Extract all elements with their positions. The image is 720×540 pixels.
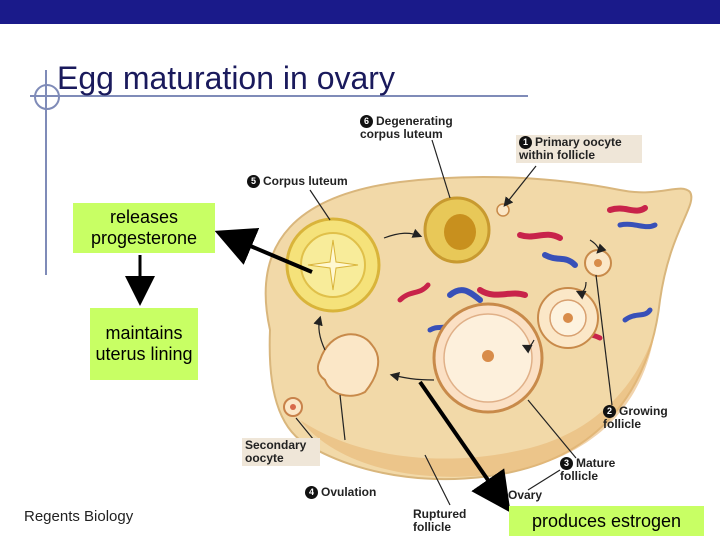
- growing-follicle: [584, 249, 612, 277]
- uterus-callout: maintains uterus lining: [90, 308, 198, 380]
- estrogen-text: produces estrogen: [531, 510, 682, 531]
- pointer-line: [527, 469, 561, 491]
- arrow-to-estrogen: [418, 380, 511, 513]
- title-rule: [30, 95, 528, 97]
- pointer-line: [595, 274, 613, 406]
- blood-vessel: [617, 221, 658, 230]
- degenerating-corpus-luteum: [423, 196, 491, 264]
- secondary-oocyte: [283, 397, 303, 417]
- pointer-line: [527, 399, 577, 459]
- side-rule: [45, 70, 47, 275]
- mature-follicle: [432, 302, 544, 414]
- pointer-line: [503, 165, 537, 207]
- top-bar: [0, 0, 720, 24]
- pointer-line: [431, 139, 451, 199]
- corpus-luteum: [285, 217, 381, 313]
- label-ruptured-follicle: Ruptured follicle: [413, 507, 467, 534]
- cycle-arrow: [575, 281, 587, 300]
- uterus-text: maintains uterus lining: [95, 323, 193, 364]
- label-secondary-oocyte: Secondary oocyte: [242, 438, 320, 466]
- progesterone-text: releases progesterone: [90, 207, 198, 248]
- blood-vessel: [607, 205, 648, 214]
- cycle-arrow: [383, 228, 423, 239]
- step-number: 4: [305, 486, 318, 499]
- pointer-line: [424, 454, 451, 506]
- slide-title: Egg maturation in ovary: [57, 60, 395, 96]
- primary-follicle: [496, 203, 510, 217]
- blood-vessel: [397, 282, 431, 303]
- footer-text: Regents Biology: [24, 508, 134, 525]
- blood-vessel: [447, 287, 483, 303]
- step-number: 6: [360, 115, 373, 128]
- arrow-to-progesterone: [214, 228, 313, 274]
- cycle-arrow: [313, 315, 326, 351]
- growing-follicle-large: [537, 287, 599, 349]
- pointer-line: [339, 394, 346, 441]
- progesterone-callout: releases progesterone: [73, 203, 215, 253]
- step-number: 1: [519, 136, 532, 149]
- blood-vessel: [477, 287, 528, 298]
- ruptured-follicle: [316, 333, 380, 397]
- ovary-tissue: [300, 330, 655, 477]
- step-number: 3: [560, 457, 573, 470]
- cycle-arrow: [389, 371, 435, 382]
- blood-vessel: [517, 231, 563, 241]
- cycle-arrow: [589, 239, 607, 254]
- blood-vessel: [542, 252, 578, 268]
- label-ovary: Ovary: [508, 488, 543, 502]
- crosshair-icon: [34, 84, 60, 110]
- pointer-line: [309, 189, 331, 221]
- blood-vessel: [622, 307, 653, 323]
- estrogen-callout: produces estrogen: [509, 506, 704, 536]
- cycle-arrow: [521, 339, 535, 354]
- step-number: 5: [247, 175, 260, 188]
- step-number: 2: [603, 405, 616, 418]
